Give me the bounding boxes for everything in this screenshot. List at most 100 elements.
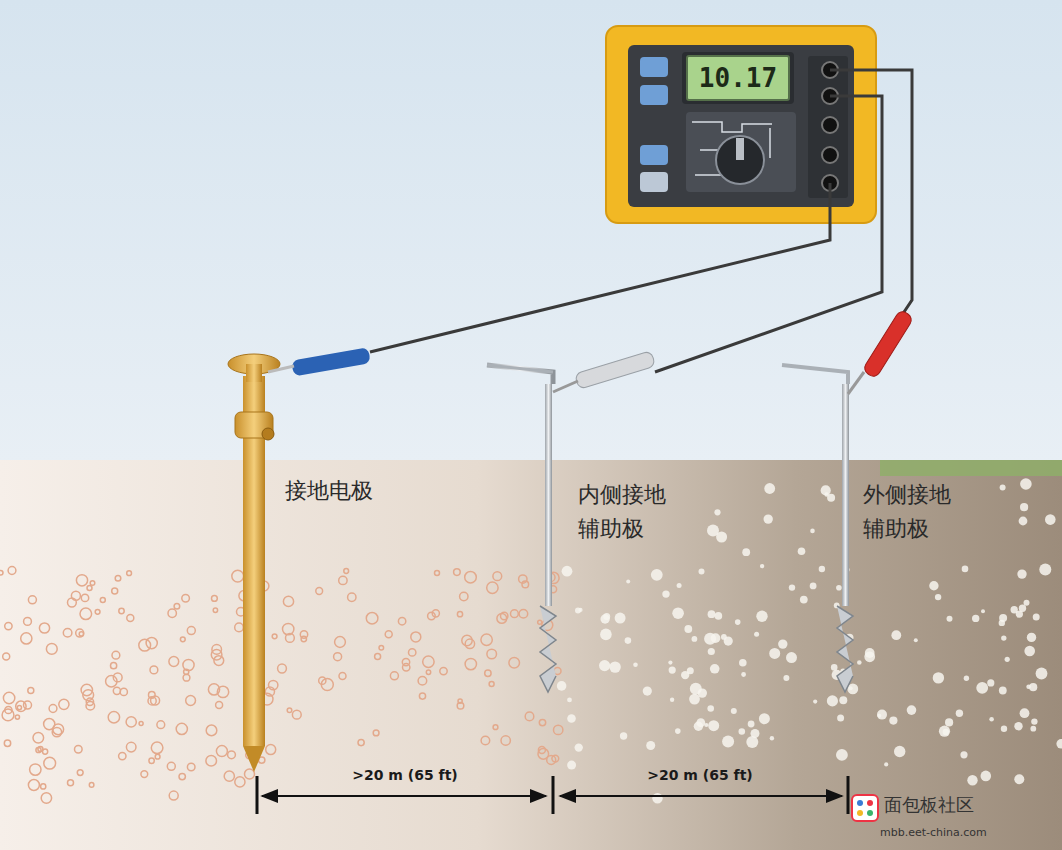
test-leads <box>370 70 912 372</box>
display-reading: 10.17 <box>699 63 777 93</box>
soil-dot <box>849 686 853 690</box>
soil-dot <box>141 771 148 778</box>
soil-dot <box>707 525 719 537</box>
soil-dot <box>891 630 901 640</box>
soil-dot <box>127 615 134 622</box>
soil-dot <box>146 638 157 649</box>
soil-dot <box>68 780 74 786</box>
soil-dot <box>127 571 132 576</box>
soil-dot <box>1039 564 1051 576</box>
electrode-label: 接地电极 <box>285 474 373 508</box>
soil-dot <box>889 717 897 725</box>
soil-dot <box>821 485 831 495</box>
soil-dot <box>419 693 425 699</box>
soil-dot <box>1024 600 1030 606</box>
soil-dot <box>385 631 392 638</box>
soil-dot <box>670 698 674 702</box>
soil-dot <box>206 725 217 736</box>
soil-dot <box>379 646 384 651</box>
soil-dot <box>126 717 136 727</box>
soil-dot <box>798 548 806 556</box>
soil-dot <box>115 576 121 582</box>
soil-dot <box>754 632 759 637</box>
soil-dot <box>28 596 36 604</box>
soil-dot <box>183 659 194 670</box>
soil-dot <box>348 593 356 601</box>
soil-dot <box>907 705 917 715</box>
soil-dot <box>1030 726 1036 732</box>
soil-dot <box>715 612 723 620</box>
soil-dot <box>962 566 969 573</box>
soil-dot <box>0 571 3 576</box>
ground <box>0 460 1062 850</box>
soil-dot <box>63 628 72 637</box>
soil-dot <box>108 712 119 723</box>
soil-dot <box>509 658 520 669</box>
soil-dot <box>742 548 750 556</box>
soil-dot <box>113 673 122 682</box>
soil-dot <box>989 717 994 722</box>
soil-dot <box>539 719 545 725</box>
soil-dot <box>157 721 165 729</box>
soil-dot <box>739 659 747 667</box>
soil-dot <box>567 698 572 703</box>
soil-dot <box>46 644 57 655</box>
electrode-label: 内侧接地 辅助极 <box>578 478 673 546</box>
soil-dot <box>599 660 610 671</box>
soil-dot <box>266 745 276 755</box>
soil-dot <box>554 725 563 734</box>
soil-dot <box>87 585 92 590</box>
soil-dot <box>28 780 39 791</box>
soil-dot <box>707 705 714 712</box>
soil-dot <box>800 596 808 604</box>
soil-dot <box>672 607 684 619</box>
soil-dot <box>423 656 434 667</box>
soil-dot <box>339 576 347 584</box>
dimension-label: >20 m (65 ft) <box>647 767 753 783</box>
soil-dot <box>741 672 746 677</box>
soil-dot <box>501 736 510 745</box>
soil-dot <box>182 594 190 602</box>
soil-dot <box>914 638 918 642</box>
soil-dot <box>625 637 632 644</box>
soil-dot <box>1014 774 1024 784</box>
soil-dot <box>960 751 967 758</box>
soil-dot <box>567 714 576 723</box>
soil-dot <box>319 677 326 684</box>
soil-dot <box>1014 722 1022 730</box>
soil-dot <box>756 611 767 622</box>
soil-dot <box>235 777 245 787</box>
soil-dot <box>481 736 490 745</box>
soil-dot <box>1029 683 1037 691</box>
soil-dot <box>33 733 44 744</box>
soil-dot <box>489 681 494 686</box>
soil-dot <box>39 623 49 633</box>
soil-dot <box>552 755 559 762</box>
ground-electrode <box>228 347 371 772</box>
soil-dot <box>620 732 627 739</box>
soil-dot <box>245 769 255 779</box>
soil-dot <box>80 608 92 620</box>
soil-dot <box>810 583 817 590</box>
soil-dot <box>95 609 100 614</box>
soil-dot <box>76 575 87 586</box>
soil-dot <box>212 596 218 602</box>
soil-dot <box>493 725 498 730</box>
soil-dot <box>180 637 185 642</box>
soil-dot <box>411 632 421 642</box>
soil-dot <box>836 585 842 591</box>
soil-dot <box>662 590 669 597</box>
soil-dot <box>967 775 977 785</box>
soil-dot <box>769 648 780 659</box>
soil-dot <box>235 623 244 632</box>
soil-dot <box>865 648 875 658</box>
soil-dot <box>633 662 638 667</box>
soil-dot <box>339 673 346 680</box>
soil-dot <box>708 720 719 731</box>
soil-dot <box>217 686 228 697</box>
soil-dot <box>301 636 306 641</box>
soil-dot <box>316 588 323 595</box>
soil-dot <box>278 664 287 673</box>
earth-tester <box>606 26 876 223</box>
